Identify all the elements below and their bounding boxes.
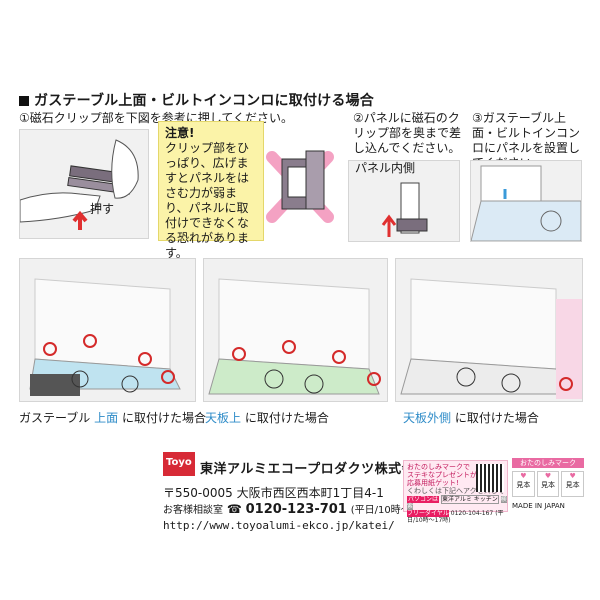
caution-title: 注意!	[165, 126, 195, 140]
caption-countertop: 天板上 に取付けた場合	[205, 411, 329, 425]
install-photo-outside-edge	[395, 258, 583, 402]
square-bullet-icon	[19, 96, 29, 106]
install-photo-countertop	[203, 258, 388, 402]
panel-on-stove-illustration	[470, 165, 582, 242]
step1-illustration: 押す	[19, 129, 149, 239]
caption-outside-edge: 天板外側 に取付けた場合	[403, 411, 539, 425]
panel-inner-label: パネル内側	[355, 161, 416, 175]
caution-illustration	[262, 137, 338, 233]
caution-body: クリップ部をひっぱり、広げますとパネルをはさむ力が弱まり、パネルに取付けできなく…	[165, 141, 250, 260]
install-photo-gas-table	[19, 258, 196, 402]
customer-phone: お客様相談室 ☎ 0120-123-701 (平日/10時〜17時)	[163, 502, 438, 517]
company-name: 東洋アルミエコープロダクツ株式会社	[200, 462, 429, 477]
heart-icon: ♥	[544, 472, 552, 480]
qr-code-icon	[476, 464, 504, 492]
sample-stamp: ♥見本	[561, 471, 585, 497]
caption-gas-table-top: ガステーブル 上面 に取付けた場合	[19, 411, 206, 425]
clip-insert-panel-illustration	[381, 182, 428, 237]
step3-illustration	[470, 160, 582, 242]
company-url[interactable]: http://www.toyoalumi-ekco.jp/katei/	[163, 519, 395, 532]
promo-box: おたのしみマークで ステキなプレゼントが 応募用紙ゲット! くわしくは下記へアク…	[403, 460, 508, 524]
clip-pull-warning-illustration	[266, 150, 334, 223]
section-heading: ガステーブル上面・ビルトインコンロに取付ける場合	[19, 90, 374, 110]
company-address: 〒550-0005 大阪市西区西本町1丁目4-1	[163, 486, 384, 500]
sample-stamp: ♥見本	[536, 471, 560, 497]
toyo-logo: Toyo	[163, 452, 195, 476]
promo-text: おたのしみマークで ステキなプレゼントが 応募用紙ゲット! くわしくは下記へアク…	[407, 463, 505, 495]
stove-panel-photo-2	[208, 278, 381, 395]
stove-panel-photo-3	[400, 278, 582, 399]
stove-panel-photo-1	[29, 278, 181, 396]
sample-stamp: ♥見本	[512, 471, 535, 497]
step2-text: ②パネルに磁石のクリップ部を奥まで差し込んでください。	[353, 111, 462, 155]
heart-icon: ♥	[569, 472, 576, 480]
caution-box: 注意! クリップ部をひっぱり、広げますとパネルをはさむ力が弱まり、パネルに取付け…	[158, 121, 264, 260]
heart-icon: ♥	[520, 472, 527, 480]
push-label: 押す	[90, 202, 115, 216]
phone-icon: ☎	[226, 502, 242, 516]
mark-sample: おたのしみマーク ♥見本 ♥見本 ♥見本	[512, 458, 585, 497]
hand-push-clip-illustration	[19, 139, 139, 230]
promo-tags: パソコンは 東洋アルミ キッチン 検索 フリーダイヤル 0120-104-167…	[407, 495, 507, 524]
made-in-label: MADE IN JAPAN	[512, 502, 565, 510]
step2-illustration: パネル内側	[348, 160, 460, 242]
